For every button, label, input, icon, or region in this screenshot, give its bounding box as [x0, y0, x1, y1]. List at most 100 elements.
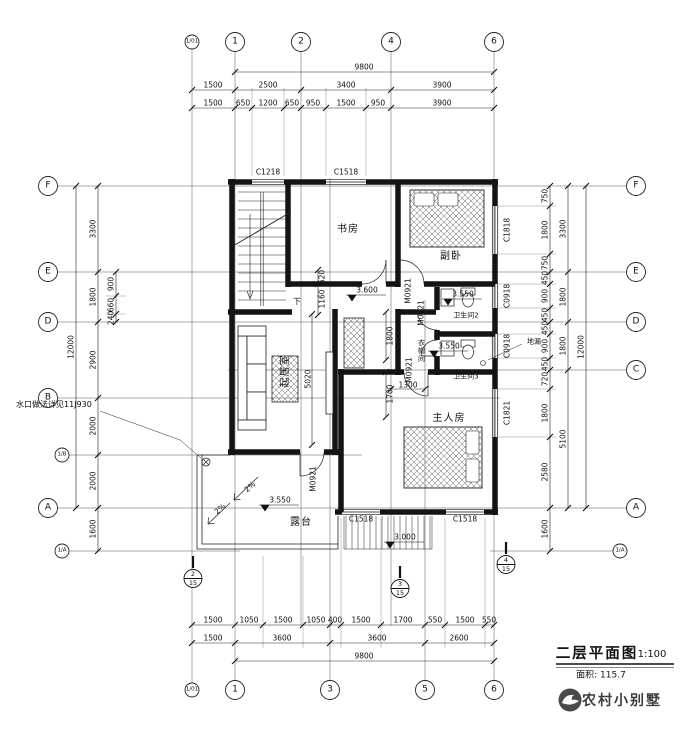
dim-interior: 1160 [317, 289, 327, 309]
axis-bottom-6: 6 [491, 684, 497, 695]
elevation-value: 3.550 [438, 341, 460, 351]
rain-outlet-symbol [201, 457, 211, 467]
dim: 3300 [558, 219, 568, 239]
drain-leader [487, 343, 523, 361]
axis-right-c: C [632, 364, 640, 375]
axis-left-b: B [44, 392, 52, 403]
dim: 1500 [203, 80, 223, 90]
axis-bottom-1: 1 [232, 684, 238, 695]
axis-left-1b: 1/B [57, 451, 67, 458]
rain-outlet-leader [99, 410, 202, 459]
axis-right-f: F [633, 180, 639, 191]
dim: 1500 [203, 98, 223, 108]
section-number: 4 [503, 555, 509, 564]
doors [299, 259, 438, 477]
section-sheet: 15 [501, 564, 511, 573]
window-tag: C1821 [502, 400, 512, 426]
dim: 2580 [540, 462, 550, 482]
dim-left-outer: 12000 [66, 335, 76, 359]
dim: 1700 [393, 615, 413, 625]
dim: 900 [106, 276, 116, 292]
elevation-value: 3.000 [394, 532, 416, 542]
dim: 550 [481, 615, 497, 625]
axis-top-4: 4 [388, 36, 394, 47]
dim-interior: 1300 [398, 380, 418, 390]
toilet [462, 292, 474, 308]
dim: 450 [540, 320, 550, 336]
sofa-arm [237, 325, 267, 337]
dim: 5100 [558, 429, 568, 449]
door-tag: M0921 [404, 357, 414, 383]
dim: 3900 [432, 80, 452, 90]
section-sheet: 15 [188, 578, 198, 587]
dim-interior: 1800 [385, 326, 395, 346]
toilet [462, 344, 474, 360]
shower [440, 340, 455, 357]
dim: 2000 [88, 471, 98, 491]
axis-bottom-3: 3 [327, 684, 333, 695]
door-tag: M0821 [416, 300, 426, 326]
section-markers [183, 542, 516, 598]
axis-left-f: F [45, 180, 51, 191]
elevation-value: 3.600 [356, 285, 378, 295]
dim: 750 [540, 255, 550, 271]
elevation-value: 3.550 [452, 289, 474, 299]
window-tag: C0918 [502, 283, 512, 309]
room-label-closet: 衣帽间 [417, 339, 426, 363]
terrace-railing [99, 343, 523, 550]
stair-down-label: 下 [293, 297, 301, 306]
dim: 2500 [258, 80, 278, 90]
coffee-table [271, 355, 299, 403]
room-label-terrace: 露台 [290, 517, 312, 528]
elevation-value: 3.550 [269, 495, 291, 505]
dim: 450 [540, 270, 550, 286]
title-underline [556, 663, 674, 668]
dim: 1800 [88, 287, 98, 307]
dim: 240 [106, 310, 116, 326]
axis-bottom-extra: 1/01 [185, 686, 199, 693]
window-tag: C1518 [452, 514, 478, 524]
dim: 750 [540, 188, 550, 204]
section-number: 3 [397, 579, 403, 588]
dim: 450 [540, 356, 550, 372]
axis-right-a: A [632, 502, 640, 513]
window-tag: C1518 [333, 167, 359, 177]
room-label-bath3: 卫生间3 [453, 372, 479, 381]
section-sheet: 15 [395, 588, 405, 597]
dim: 3400 [336, 80, 356, 90]
dim: 2900 [88, 350, 98, 370]
dim: 1500 [273, 615, 293, 625]
door-tag: M0921 [403, 278, 413, 304]
room-label-master: 主人房 [432, 413, 466, 424]
dim-interior: 520 [317, 269, 327, 285]
slope-arrows [207, 476, 259, 525]
shower [440, 288, 455, 307]
dim: 550 [427, 615, 443, 625]
dim: 3600 [367, 633, 387, 643]
window-tag: C0918 [502, 333, 512, 359]
door-tag: M0921 [308, 466, 318, 492]
dim: 1800 [558, 287, 568, 307]
section-number: 2 [190, 569, 196, 578]
dim-interior: 1700 [385, 384, 395, 404]
furniture [237, 189, 486, 489]
dim: 1200 [258, 98, 278, 108]
dim: 1600 [540, 519, 550, 539]
window-tag: C1518 [348, 514, 374, 524]
sofa-seat [246, 363, 267, 393]
axis-left-d: D [44, 316, 52, 327]
axis-top-2: 2 [298, 36, 304, 47]
axis-left-a: A [44, 502, 52, 513]
elevation-markers [259, 294, 482, 549]
tv-cabinet [325, 351, 334, 415]
dimension-lines [75, 71, 587, 662]
dim: 3300 [88, 219, 98, 239]
dim: 720 [540, 371, 550, 387]
axis-left-1a: 1/A [57, 547, 67, 554]
canopy-hatch [343, 516, 433, 550]
window-tag: C1218 [255, 167, 281, 177]
dim: 1500 [203, 633, 223, 643]
room-label-living: 起居室 [280, 354, 291, 388]
